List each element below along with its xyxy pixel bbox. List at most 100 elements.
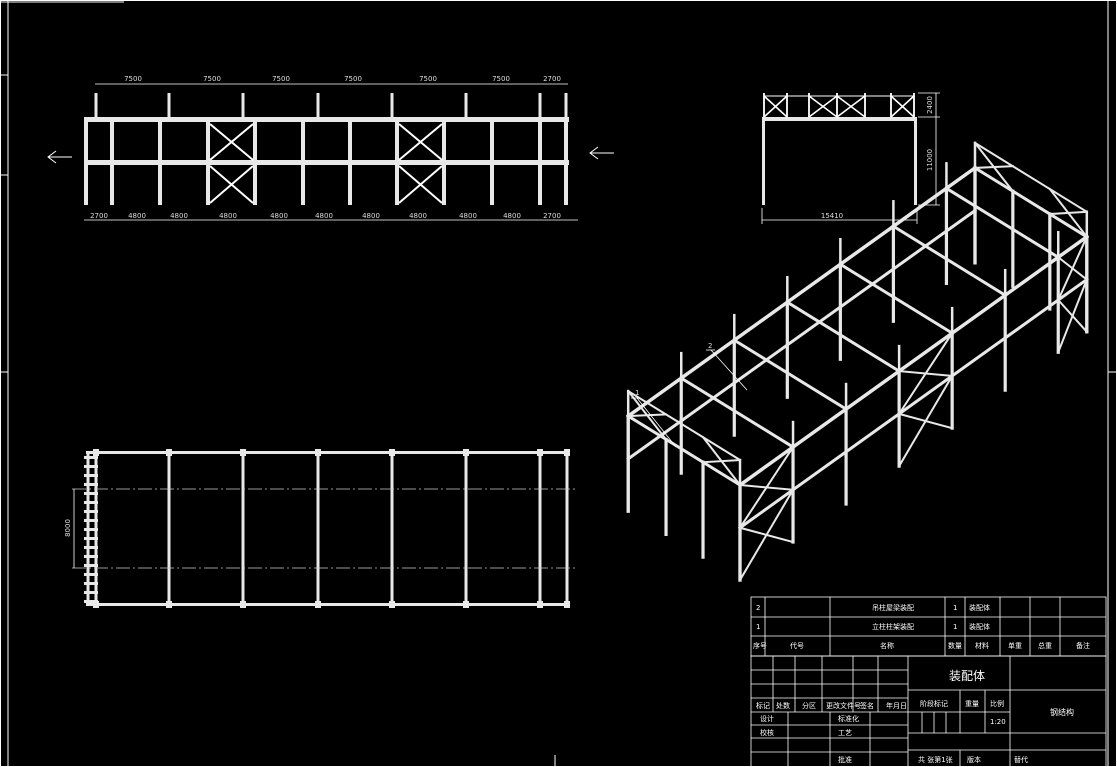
bom-row-1-qty: 1: [953, 604, 957, 612]
side-elevation-view: 15410 11000 2400: [761, 92, 940, 224]
bom-row-1-material: 装配体: [969, 603, 990, 612]
front-brace: [209, 123, 254, 161]
bom-header-code: 代号: [790, 641, 804, 650]
iso-cross-beam: [944, 186, 1061, 260]
role-check: 校核: [760, 728, 774, 737]
plan-purlin-stub: [84, 537, 98, 540]
front-column: [538, 117, 542, 205]
front-column: [395, 117, 399, 205]
front-upper-post: [316, 93, 320, 117]
plan-span-dimension: 8000: [64, 519, 72, 537]
plan-column-node: [315, 601, 321, 608]
title-block-title: 装配体: [949, 669, 985, 683]
rev-header-date: 年月日: [886, 701, 907, 710]
front-upper-post: [464, 93, 468, 117]
iso-cross-beam: [838, 262, 955, 336]
iso-wall-brace: [1056, 255, 1089, 281]
bom-row-1-no: 2: [756, 604, 760, 612]
plan-purlin-stub: [84, 528, 98, 531]
front-bottom-dimension: 4800: [170, 212, 188, 220]
plan-column-node: [166, 601, 172, 608]
plan-column-node: [537, 601, 543, 608]
plan-frame-line: [565, 451, 569, 606]
bom-header-name: 名称: [880, 641, 894, 650]
scale-value: 1:20: [990, 718, 1006, 726]
plan-purlin-stub: [84, 564, 98, 567]
sheets-label: 共 张第1张: [918, 755, 953, 764]
plan-purlin-stub: [84, 600, 98, 603]
bom-header-remark: 备注: [1076, 641, 1090, 650]
front-upper-post: [241, 93, 245, 117]
front-top-dimension: 7500: [203, 75, 221, 83]
bom-row-2-material: 装配体: [969, 622, 990, 631]
title-block: 装配体 钢结构 标记 处数 分区 更改文件号 签名 年月日 设计 校核 标准化 …: [750, 655, 1107, 767]
plan-column-node: [166, 449, 172, 456]
front-column: [158, 117, 162, 205]
plan-column-node: [389, 601, 395, 608]
front-bottom-dimension: 4800: [128, 212, 146, 220]
iso-cross-beam: [679, 376, 796, 450]
bom-header-material: 材料: [975, 641, 989, 650]
iso-wall-brace: [738, 483, 795, 491]
iso-end-brace: [627, 413, 668, 418]
plan-column-node: [463, 449, 469, 456]
front-bottom-dimension: 2700: [543, 212, 561, 220]
bom-header-total-weight: 总重: [1038, 641, 1052, 650]
plan-purlin-stub: [84, 591, 98, 594]
bom-row-1-name: 吊柱屋梁装配: [872, 603, 914, 612]
plan-purlin-stub: [84, 456, 98, 459]
front-bottom-dimension: 4800: [315, 212, 333, 220]
version-label: 版本: [967, 755, 981, 764]
front-mid-beam: [84, 160, 569, 165]
front-upper-post: [390, 93, 394, 117]
iso-end-brace: [1048, 210, 1088, 216]
bom-row-2-no: 1: [756, 623, 760, 631]
front-top-beam: [84, 117, 569, 122]
iso-cross-beam: [785, 300, 902, 374]
iso-eave-beam: [737, 234, 1090, 488]
plan-column-node: [93, 601, 99, 608]
bom-header-unit-weight: 单重: [1008, 641, 1022, 650]
iso-end-brace: [973, 165, 1014, 169]
right-view-arrow: [589, 146, 614, 160]
front-upper-post: [167, 93, 171, 117]
front-bottom-dimension: 4800: [270, 212, 288, 220]
front-upper-post: [94, 93, 98, 117]
side-height-dimension: 11000: [926, 149, 934, 171]
front-top-dimension: 7500: [492, 75, 510, 83]
front-column: [84, 117, 88, 205]
plan-frame-line: [167, 451, 171, 606]
front-top-dimension: 2700: [543, 75, 561, 83]
iso-cross-beam: [626, 414, 743, 488]
front-top-dimension: 7500: [124, 75, 142, 83]
front-upper-post: [538, 93, 542, 117]
plan-column-node: [93, 449, 99, 456]
iso-wall-brace: [898, 370, 954, 377]
bill-of-materials: 2 吊柱屋梁装配 1 装配体 1 立柱柱架装配 1 装配体 序号 代号 名称 数…: [750, 596, 1107, 657]
role-approve: 批准: [838, 755, 852, 764]
rev-header-count: 处数: [776, 701, 790, 710]
iso-cross-beam: [732, 338, 849, 412]
front-bottom-dimension: 4800: [409, 212, 427, 220]
front-column: [206, 117, 210, 205]
plan-purlin-stub: [84, 573, 98, 576]
plan-purlin-stub: [84, 546, 98, 549]
iso-cross-beam: [891, 224, 1008, 298]
plan-purlin-stub: [84, 492, 98, 495]
front-column: [301, 117, 305, 205]
front-brace: [398, 165, 443, 204]
front-column: [490, 117, 494, 205]
plan-column-node: [537, 449, 543, 456]
plan-column-node: [240, 449, 246, 456]
plan-column-node: [564, 449, 570, 456]
rev-header-doc: 更改文件号: [826, 701, 861, 710]
title-block-drawing-name: 钢结构: [1050, 707, 1074, 717]
plan-purlin-stub: [84, 555, 98, 558]
front-bottom-dimension: 4800: [503, 212, 521, 220]
iso-tie-beam: [737, 277, 1089, 530]
plan-purlin-stub: [84, 582, 98, 585]
front-column: [110, 117, 114, 205]
plan-purlin-stub: [84, 519, 98, 522]
